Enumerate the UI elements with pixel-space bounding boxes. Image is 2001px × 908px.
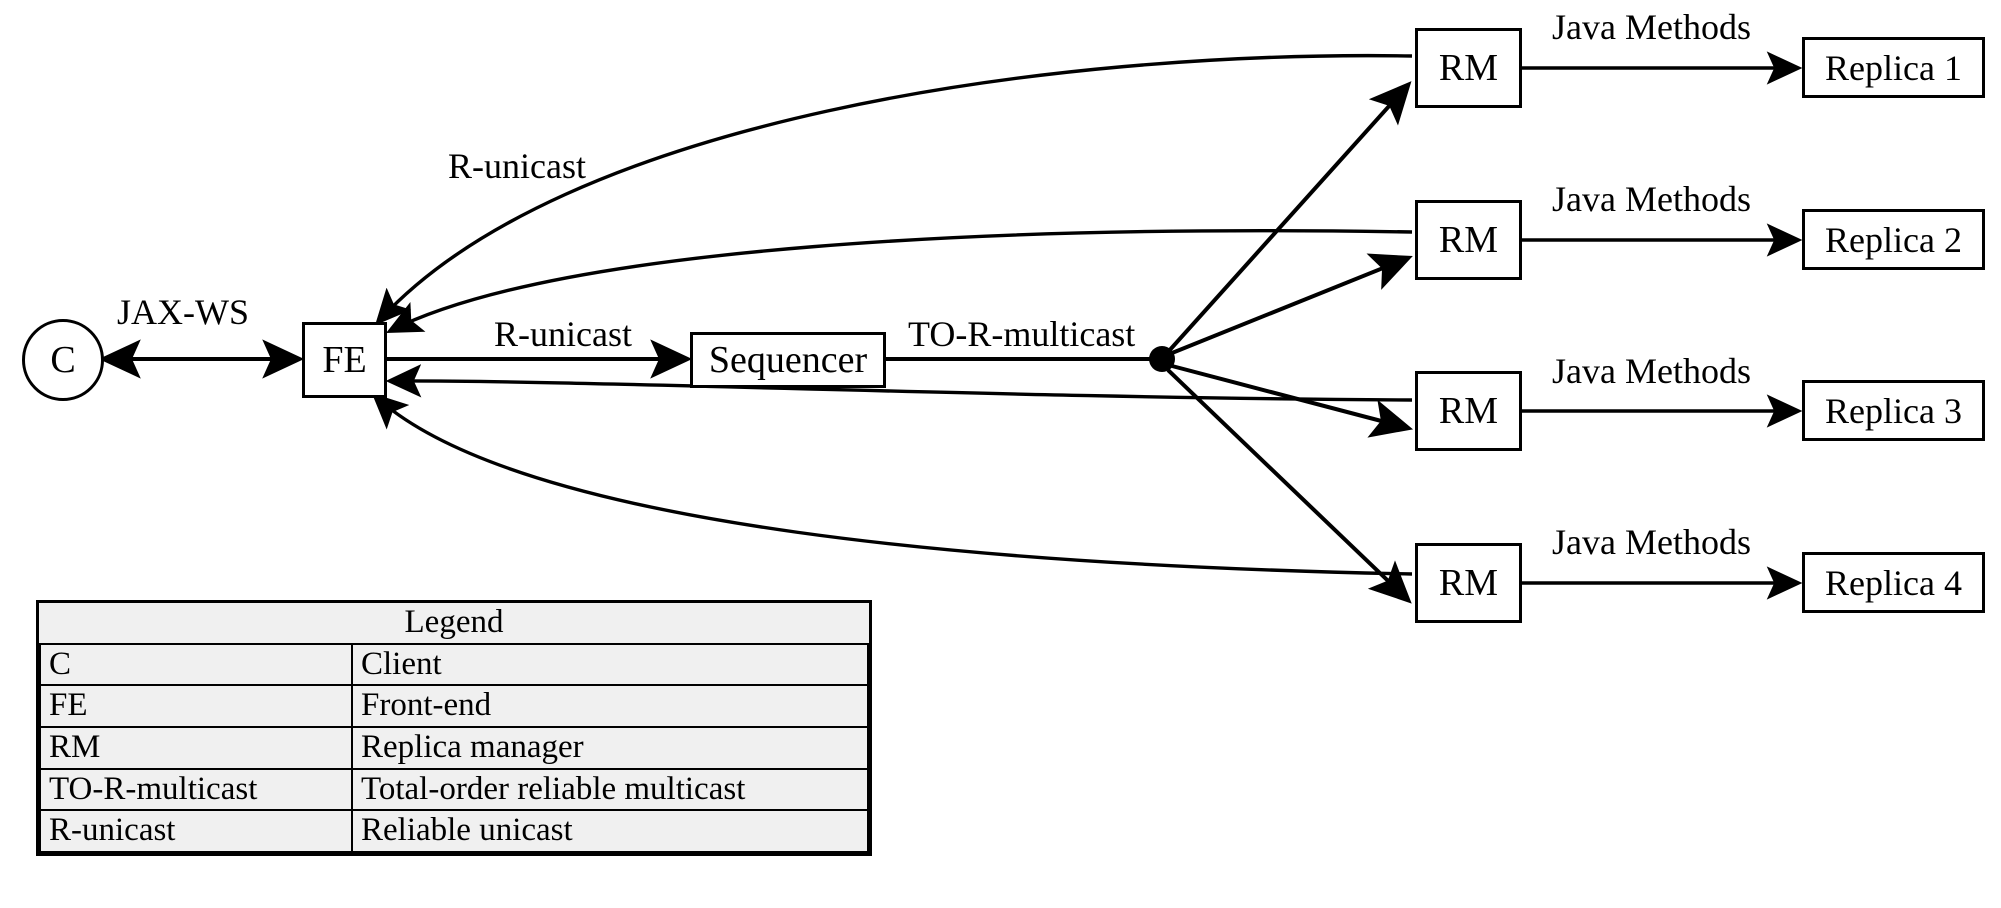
legend-row: FE Front-end	[39, 684, 869, 728]
node-rm-4-label: RM	[1438, 562, 1499, 604]
node-rm-1-label: RM	[1438, 47, 1499, 89]
legend-value: Total-order reliable multicast	[351, 767, 869, 812]
node-replica-3-label: Replica 3	[1825, 390, 1962, 431]
legend-table: Legend C Client FE Front-end RM Replica …	[39, 603, 869, 853]
edge-junction-rm-2	[1171, 253, 1413, 355]
edge-junction-rm-1	[1166, 81, 1412, 354]
node-replica-1[interactable]: Replica 1	[1802, 37, 1985, 98]
node-replica-4[interactable]: Replica 4	[1802, 552, 1985, 613]
edge-label-fe-sequencer: R-unicast	[494, 314, 632, 354]
legend-key: C	[39, 642, 353, 687]
edge-label-java-methods-4: Java Methods	[1552, 522, 1751, 562]
edge-label-jax-ws: JAX-WS	[117, 292, 249, 332]
legend: Legend C Client FE Front-end RM Replica …	[36, 600, 872, 856]
node-frontend[interactable]: FE	[302, 322, 387, 398]
edge-label-rm-to-fe-upper: R-unicast	[448, 146, 586, 186]
node-replica-4-label: Replica 4	[1825, 562, 1962, 603]
node-rm-1[interactable]: RM	[1415, 28, 1522, 108]
node-frontend-label: FE	[322, 339, 367, 381]
legend-row: TO-R-multicast Total-order reliable mult…	[39, 767, 869, 812]
edge-label-java-methods-2: Java Methods	[1552, 179, 1751, 219]
edge-rm-1-frontend	[375, 53, 1413, 326]
node-sequencer[interactable]: Sequencer	[690, 332, 886, 388]
edge-junction-rm-4	[1166, 368, 1412, 604]
legend-row: R-unicast Reliable unicast	[39, 809, 869, 853]
legend-key: FE	[39, 684, 353, 728]
node-client[interactable]: C	[22, 319, 104, 401]
node-rm-2[interactable]: RM	[1415, 200, 1522, 280]
edge-label-java-methods-3: Java Methods	[1552, 351, 1751, 391]
legend-key: R-unicast	[39, 809, 353, 853]
edge-label-to-r-multicast: TO-R-multicast	[908, 314, 1136, 354]
node-replica-2-label: Replica 2	[1825, 219, 1962, 260]
node-replica-3[interactable]: Replica 3	[1802, 380, 1985, 441]
node-replica-2[interactable]: Replica 2	[1802, 209, 1985, 270]
legend-value: Client	[351, 642, 869, 687]
node-rm-2-label: RM	[1438, 219, 1499, 261]
edge-label-java-methods-1: Java Methods	[1552, 7, 1751, 47]
edge-rm-3-frontend	[385, 364, 1413, 402]
edge-junction-rm-3	[1171, 364, 1414, 438]
edge-rm-4-frontend	[371, 393, 1413, 576]
node-rm-3-label: RM	[1438, 390, 1499, 432]
legend-value: Front-end	[351, 684, 869, 728]
node-rm-4[interactable]: RM	[1415, 543, 1522, 623]
node-sequencer-label: Sequencer	[708, 339, 868, 381]
legend-title: Legend	[40, 603, 868, 645]
edge-sequencer-junction	[886, 346, 1175, 372]
legend-row: RM Replica manager	[39, 725, 869, 770]
legend-value: Replica manager	[351, 725, 869, 770]
node-rm-3[interactable]: RM	[1415, 371, 1522, 451]
edge-rm-2-frontend	[386, 229, 1413, 333]
node-client-label: C	[50, 339, 76, 381]
legend-value: Reliable unicast	[351, 809, 869, 853]
legend-key: RM	[39, 725, 353, 770]
legend-header-row: Legend	[40, 603, 868, 645]
legend-row: C Client	[39, 642, 869, 687]
node-replica-1-label: Replica 1	[1825, 47, 1962, 88]
legend-key: TO-R-multicast	[39, 767, 353, 812]
